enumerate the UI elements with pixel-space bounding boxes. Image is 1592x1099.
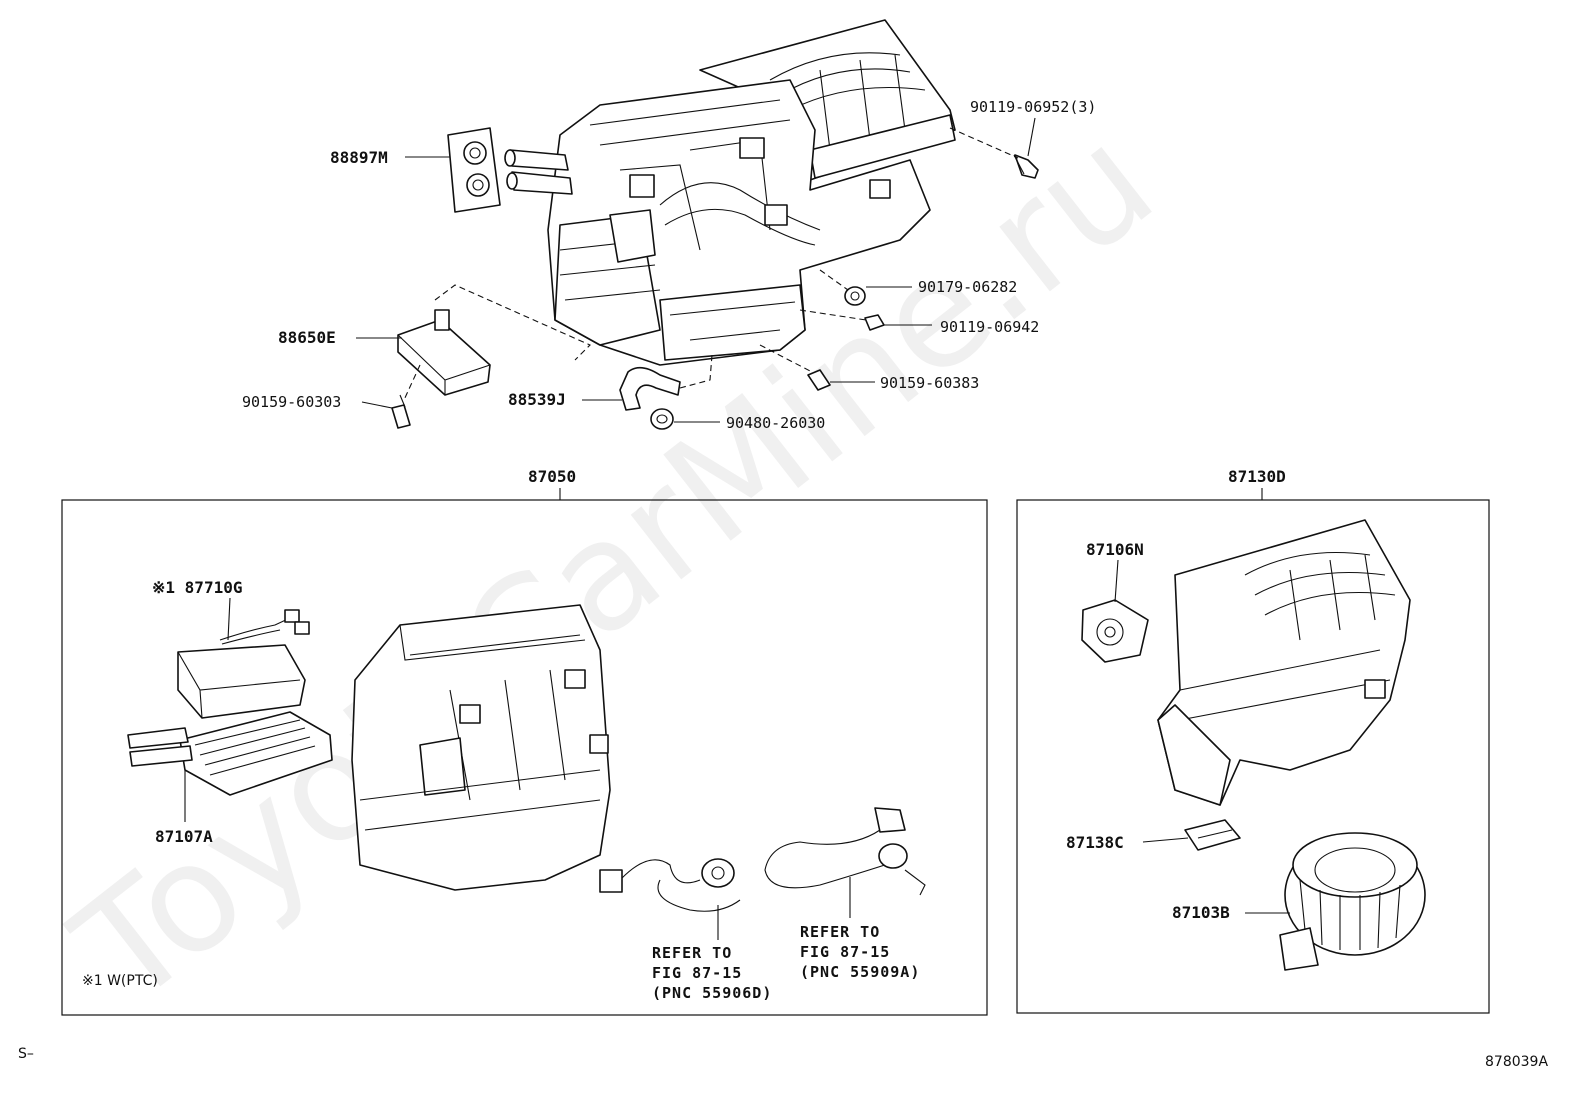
ref-55909a-line1: REFER TO bbox=[800, 923, 880, 941]
label-90159-60383: 90159-60383 bbox=[880, 374, 979, 392]
label-87710g: ※1 87710G bbox=[152, 578, 242, 597]
blower-resistor-87138c-illustration bbox=[1184, 819, 1241, 851]
label-87107a: 87107A bbox=[155, 827, 213, 846]
ref-55909a-line3: (PNC 55909A) bbox=[800, 963, 920, 981]
heater-case-87050-illustration bbox=[351, 604, 611, 891]
servo-motor-87106n-illustration bbox=[1081, 599, 1149, 663]
ref-55906d-line3: (PNC 55906D) bbox=[652, 984, 772, 1002]
group-label-87050: 87050 bbox=[528, 467, 576, 486]
label-90159-60303: 90159-60303 bbox=[242, 393, 341, 411]
group-box-87130d bbox=[1016, 499, 1490, 1014]
label-90119-06942: 90119-06942 bbox=[940, 318, 1039, 336]
hose-88539j-illustration bbox=[619, 366, 681, 411]
footer-left-mark: S– bbox=[18, 1046, 34, 1062]
label-87103b: 87103B bbox=[1172, 903, 1230, 922]
blower-case-87130d-illustration bbox=[1157, 519, 1411, 806]
ptc-heater-87710g-illustration bbox=[177, 609, 310, 719]
clamp-90480-26030-illustration bbox=[650, 408, 674, 430]
screw-90119-06952-illustration bbox=[1013, 154, 1039, 179]
label-90119-06952: 90119-06952(3) bbox=[970, 98, 1096, 116]
ref-55906d-line2: FIG 87-15 bbox=[652, 964, 742, 982]
wire-harness-55909a-illustration bbox=[764, 807, 926, 896]
ref-55906d-line1: REFER TO bbox=[652, 944, 732, 962]
label-88897m: 88897M bbox=[330, 148, 388, 167]
label-87106n: 87106N bbox=[1086, 540, 1144, 559]
ref-55909a-line2: FIG 87-15 bbox=[800, 943, 890, 961]
label-90179-06282: 90179-06282 bbox=[918, 278, 1017, 296]
module-88650e-illustration bbox=[397, 309, 491, 396]
group-box-87050 bbox=[61, 499, 988, 1016]
figure-number: 878039A bbox=[1485, 1054, 1548, 1070]
group-label-87130d: 87130D bbox=[1228, 467, 1286, 486]
hvac-unit-assembly-illustration bbox=[504, 19, 956, 366]
label-90480-26030: 90480-26030 bbox=[726, 414, 825, 432]
blower-motor-87103b-illustration bbox=[1279, 832, 1426, 971]
heater-core-87107a-illustration bbox=[127, 711, 333, 796]
nut-90179-06282-illustration bbox=[844, 286, 866, 306]
label-87138c: 87138C bbox=[1066, 833, 1124, 852]
label-88539j: 88539J bbox=[508, 390, 566, 409]
grommet-88897m-illustration bbox=[447, 127, 501, 213]
screw-90159-60383-illustration bbox=[807, 369, 831, 391]
wire-harness-55906d-illustration bbox=[599, 858, 741, 912]
screw-90159-60303-illustration bbox=[391, 394, 411, 429]
label-88650e: 88650E bbox=[278, 328, 336, 347]
footnote-ptc: ※1 W(PTC) bbox=[82, 973, 158, 989]
